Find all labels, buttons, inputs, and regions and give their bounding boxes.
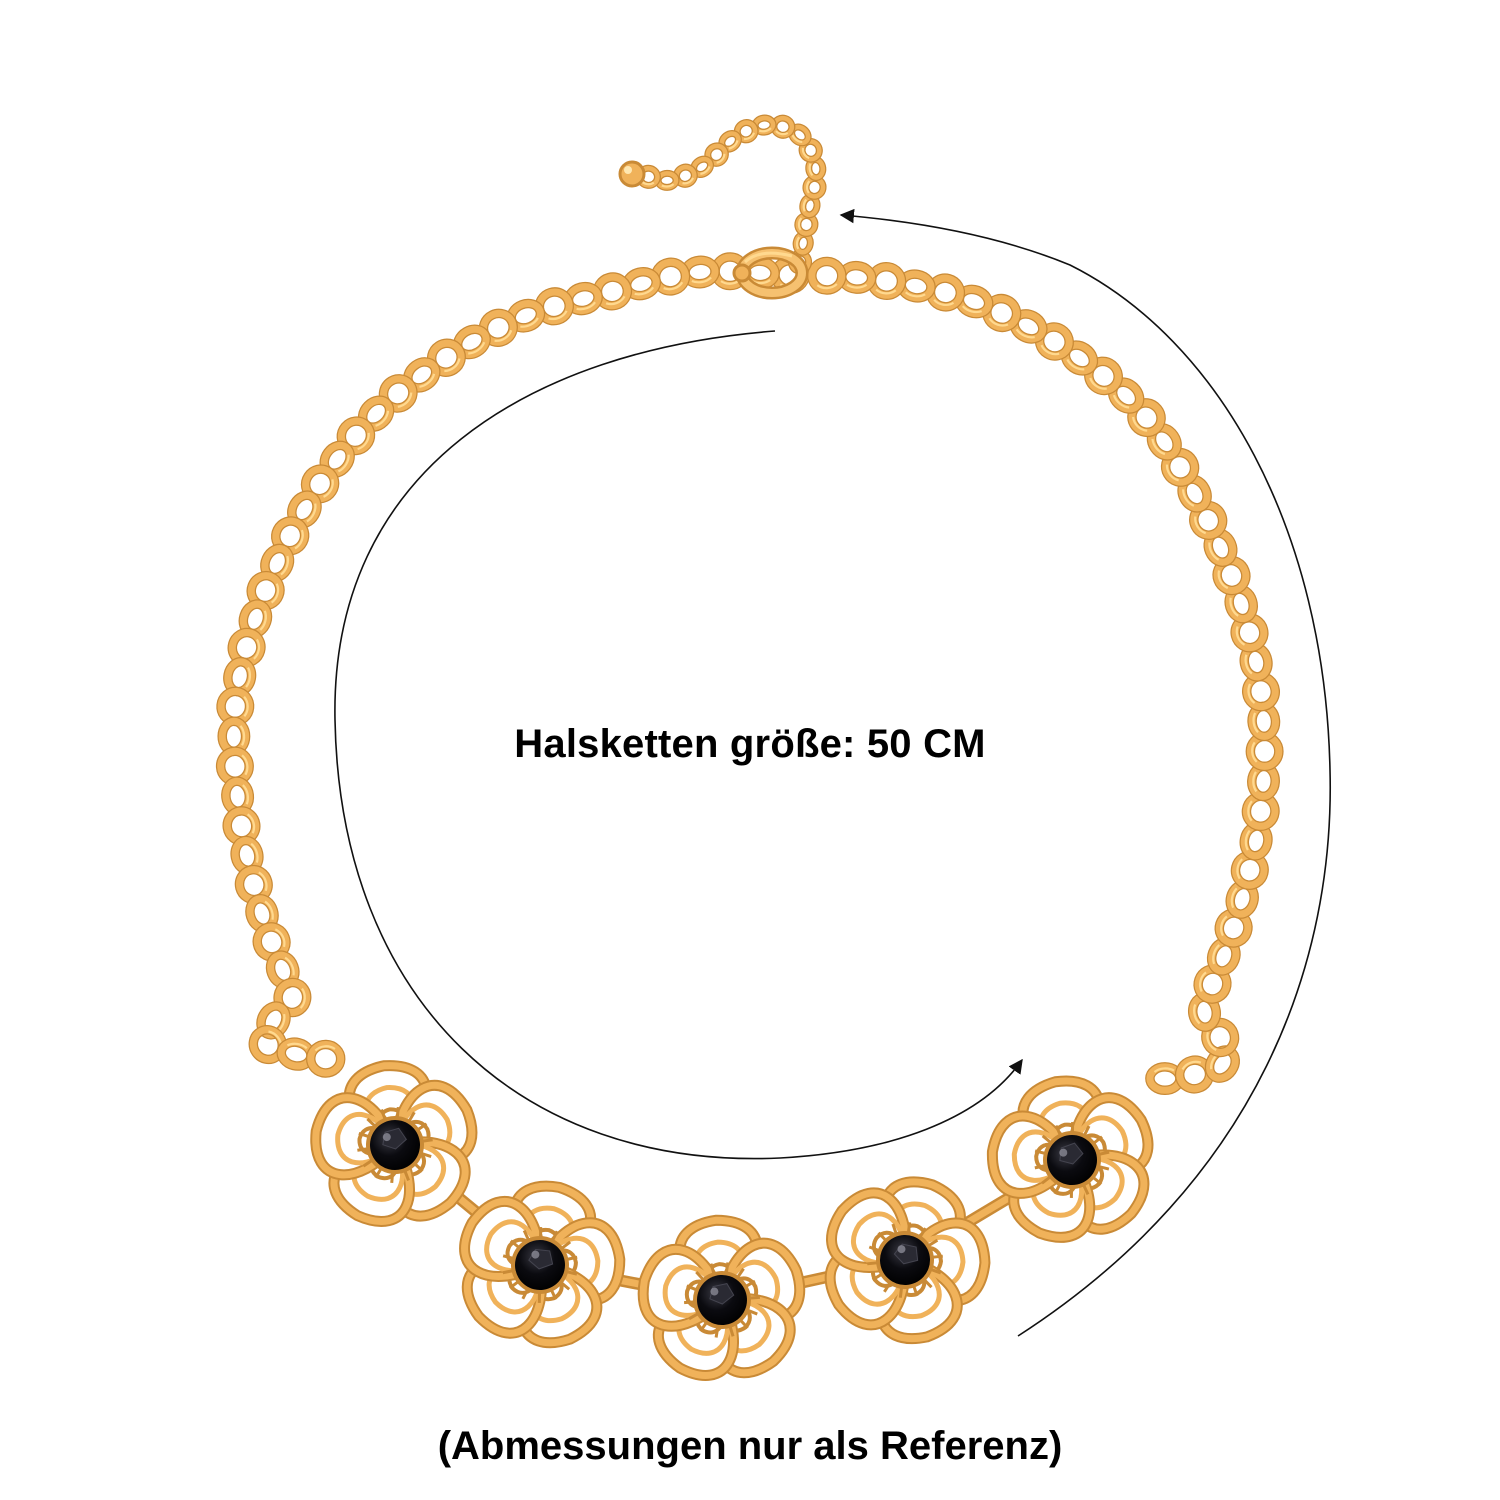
flower-pendant (986, 1075, 1154, 1243)
necklace-chain (215, 252, 1284, 1096)
necklace-size-caption: Halsketten größe: 50 CM (514, 722, 986, 766)
flower-pendant (459, 1180, 626, 1349)
chain-link (807, 256, 847, 295)
faceted-black-bead-icon (511, 1236, 569, 1294)
faceted-black-bead-icon (876, 1231, 934, 1289)
faceted-black-bead-icon (1043, 1131, 1101, 1189)
chain-link (305, 1039, 346, 1078)
measure-arrow-icon (839, 208, 1332, 1337)
measure-arrow-icon (334, 330, 1023, 1160)
chain-link (336, 416, 376, 456)
reference-disclaimer-caption: (Abmessungen nur als Referenz) (437, 1424, 1063, 1468)
flower-pendants (310, 1060, 1154, 1381)
flower-pendant (310, 1060, 478, 1227)
end-ball-icon (618, 160, 646, 188)
flower-pendant (637, 1214, 806, 1381)
flower-pendant (824, 1176, 991, 1344)
lobster-clasp-icon (732, 246, 809, 300)
faceted-black-bead-icon (366, 1116, 424, 1174)
chain-link (248, 1025, 288, 1065)
extender-chain (636, 114, 827, 275)
faceted-black-bead-icon (693, 1271, 751, 1329)
